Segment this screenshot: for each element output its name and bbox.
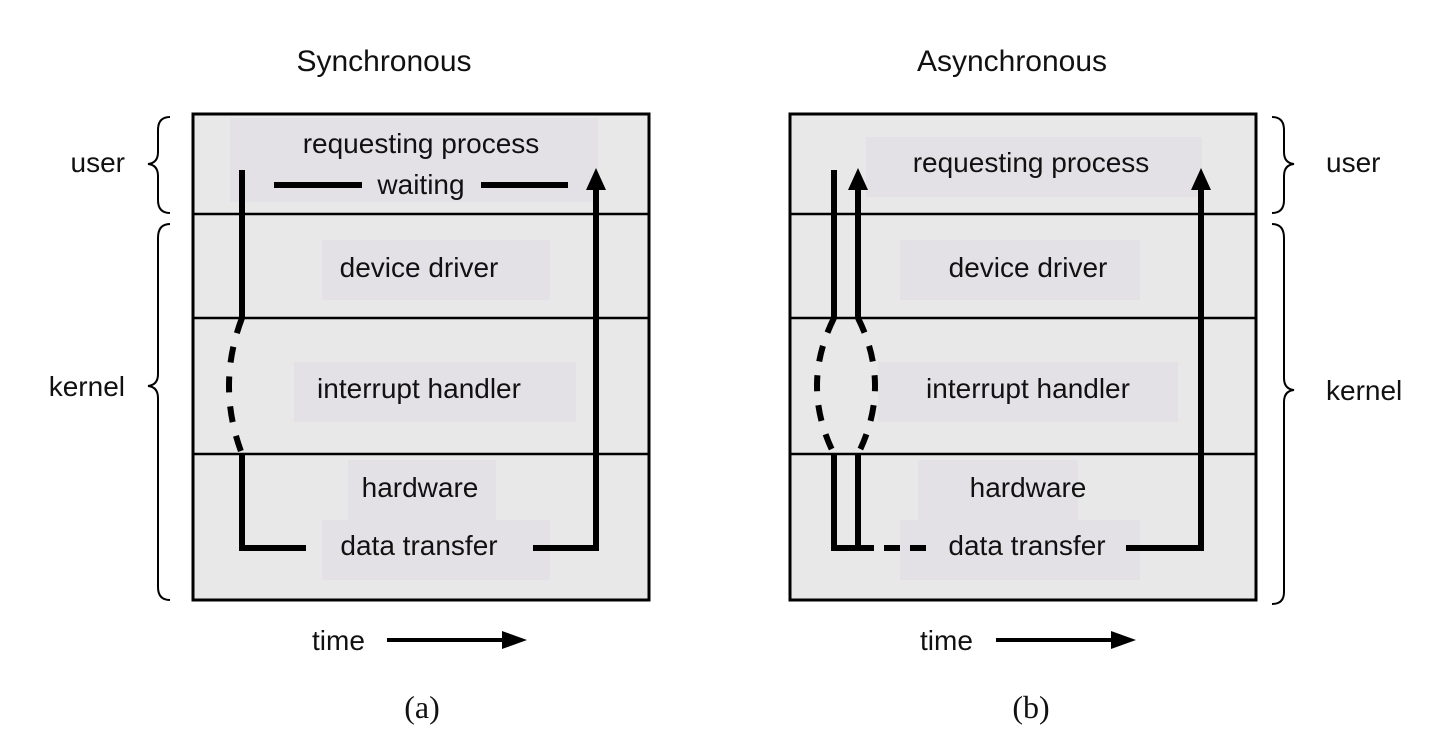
layer-label-user: requesting process xyxy=(303,128,540,159)
time-label: time xyxy=(312,625,365,656)
layer-label-hardware: hardware xyxy=(970,472,1087,503)
label-bg xyxy=(322,240,550,300)
brace-label-kernel: kernel xyxy=(49,371,125,402)
control-flow xyxy=(814,170,1204,551)
layer-label-user: requesting process xyxy=(913,147,1150,178)
user-brace xyxy=(147,116,171,214)
interrupt-dashed-path xyxy=(226,316,245,456)
layer-label-transfer: data transfer xyxy=(948,530,1105,561)
layer-label-interrupt: interrupt handler xyxy=(317,373,521,404)
arrowhead-icon xyxy=(848,168,868,190)
panel-caption: (a) xyxy=(404,689,440,725)
panel-title: Asynchronous xyxy=(917,45,1107,78)
label-bg xyxy=(348,460,496,520)
flow-return-up xyxy=(533,188,599,551)
label-bg xyxy=(878,362,1178,422)
waiting-label: waiting xyxy=(376,169,464,200)
panel-caption: (b) xyxy=(1012,689,1049,725)
layer-label-driver: device driver xyxy=(949,252,1108,283)
label-bg xyxy=(322,520,550,580)
layer-label-driver: device driver xyxy=(340,252,499,283)
layer-label-transfer: data transfer xyxy=(340,530,497,561)
label-bg xyxy=(900,520,1140,580)
label-bg xyxy=(294,362,576,422)
flow-to-hardware xyxy=(831,454,861,551)
label-bg xyxy=(918,460,1078,520)
flow-return-up xyxy=(1126,188,1204,551)
arrowhead-icon xyxy=(1191,168,1211,190)
flow-to-hardware xyxy=(239,454,306,551)
interrupt-dashed-path-left xyxy=(814,316,837,456)
interrupt-dashed-path-right xyxy=(855,316,878,456)
panel-asynchronous: Asynchronous requesting process device d… xyxy=(788,45,1402,725)
arrowhead-icon xyxy=(586,168,606,190)
kernel-brace xyxy=(147,223,171,601)
time-label: time xyxy=(920,625,973,656)
label-bg xyxy=(900,240,1140,300)
brace-label-user: user xyxy=(1326,147,1380,178)
time-arrow-icon xyxy=(1111,631,1136,649)
panel-synchronous: Synchronous requesting process waiting d… xyxy=(49,45,651,725)
panel-title: Synchronous xyxy=(296,45,471,78)
layer-label-hardware: hardware xyxy=(362,472,479,503)
time-arrow-icon xyxy=(502,631,527,649)
user-brace xyxy=(1271,116,1295,214)
layer-label-interrupt: interrupt handler xyxy=(926,373,1130,404)
control-flow xyxy=(226,170,599,551)
kernel-brace xyxy=(1271,223,1295,605)
brace-label-user: user xyxy=(71,147,125,178)
label-bg xyxy=(866,137,1202,197)
brace-label-kernel: kernel xyxy=(1326,375,1402,406)
